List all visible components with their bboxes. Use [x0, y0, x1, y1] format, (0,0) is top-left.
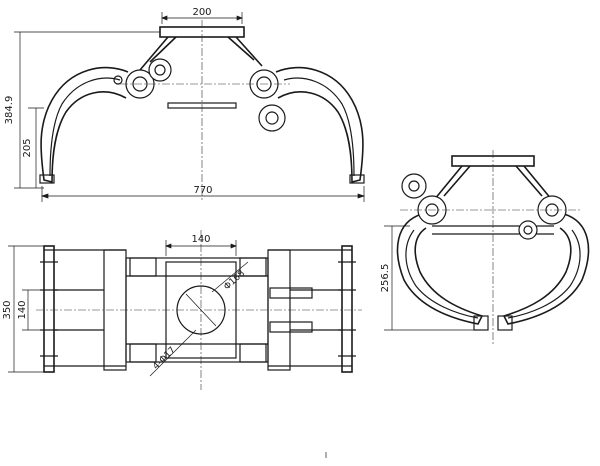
left-rail [43, 245, 55, 373]
dim-plan-inner: 140 [17, 300, 28, 319]
dim-plan-length: 350 [2, 300, 13, 319]
right-lower-pin [258, 104, 286, 132]
right-jaw [275, 66, 364, 184]
side-right-jaw [502, 213, 590, 325]
dim-plan-width: 140 [191, 234, 210, 245]
right-jaw-tip [349, 174, 365, 184]
plan-view: 140 350 140 Φ168 4-Φ17 [2, 230, 362, 390]
dim-lower-height: 205 [22, 138, 33, 157]
left-jaw [40, 66, 129, 184]
side-left-pin [401, 173, 427, 199]
left-pin [148, 58, 172, 82]
left-jaw-tip [39, 174, 55, 184]
dim-jaw-height: 256.5 [380, 264, 391, 293]
dim-overall-length: 770 [193, 185, 212, 196]
linkage-arms [139, 36, 263, 71]
front-view: 200 384.9 205 770 [4, 7, 366, 202]
right-jaw-inner [283, 77, 355, 177]
side-view: 256.5 [380, 150, 590, 345]
dim-overall-height: 384.9 [4, 96, 15, 125]
right-rail [341, 245, 353, 373]
left-jaw-inner [49, 77, 121, 177]
dim-top-width: 200 [192, 7, 211, 18]
label-bore-diameter: Φ168 [222, 268, 247, 292]
side-left-jaw [396, 213, 484, 325]
